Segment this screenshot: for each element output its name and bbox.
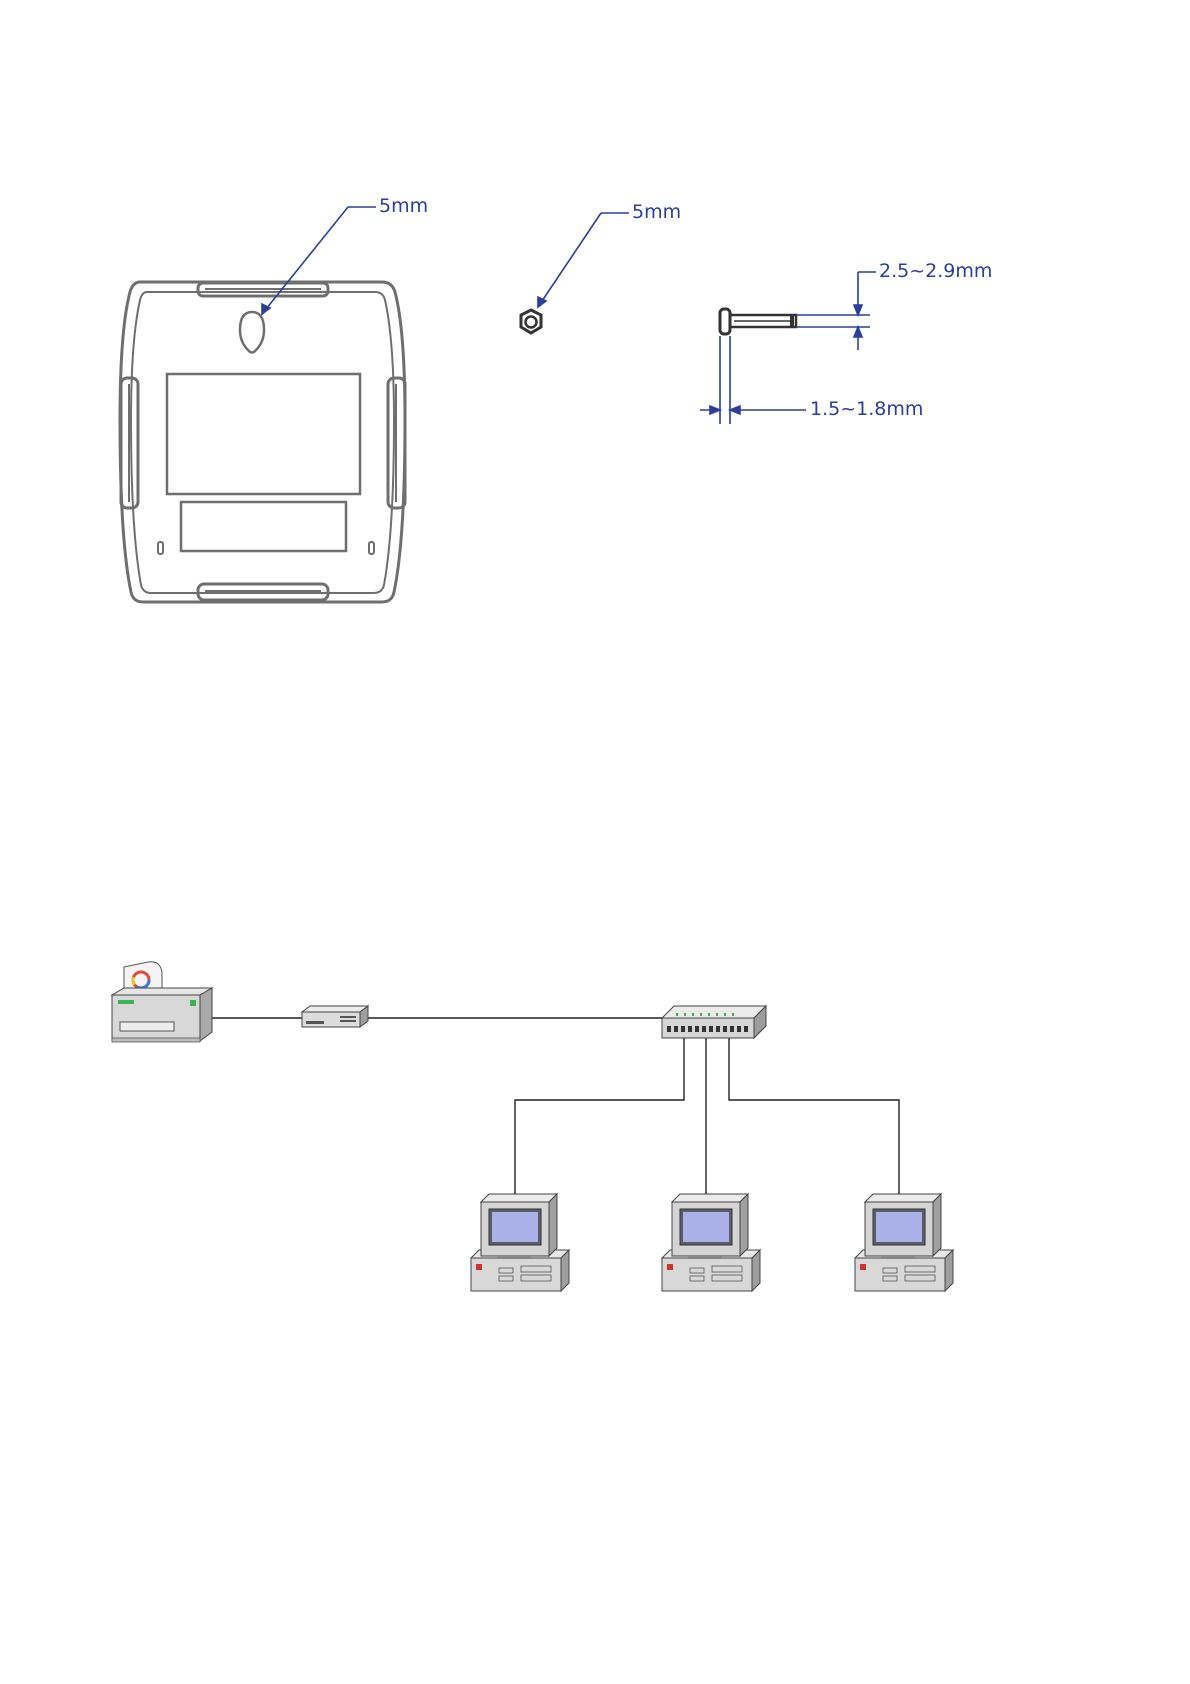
print-server-icon (302, 1006, 368, 1027)
desktop-computer-icon (662, 1194, 760, 1291)
printer-icon (112, 962, 212, 1042)
desktop-computer-icon (855, 1194, 953, 1291)
network-cables (210, 1018, 899, 1198)
desktop-computer-icon (471, 1194, 569, 1291)
network-hub-icon (662, 1006, 766, 1038)
